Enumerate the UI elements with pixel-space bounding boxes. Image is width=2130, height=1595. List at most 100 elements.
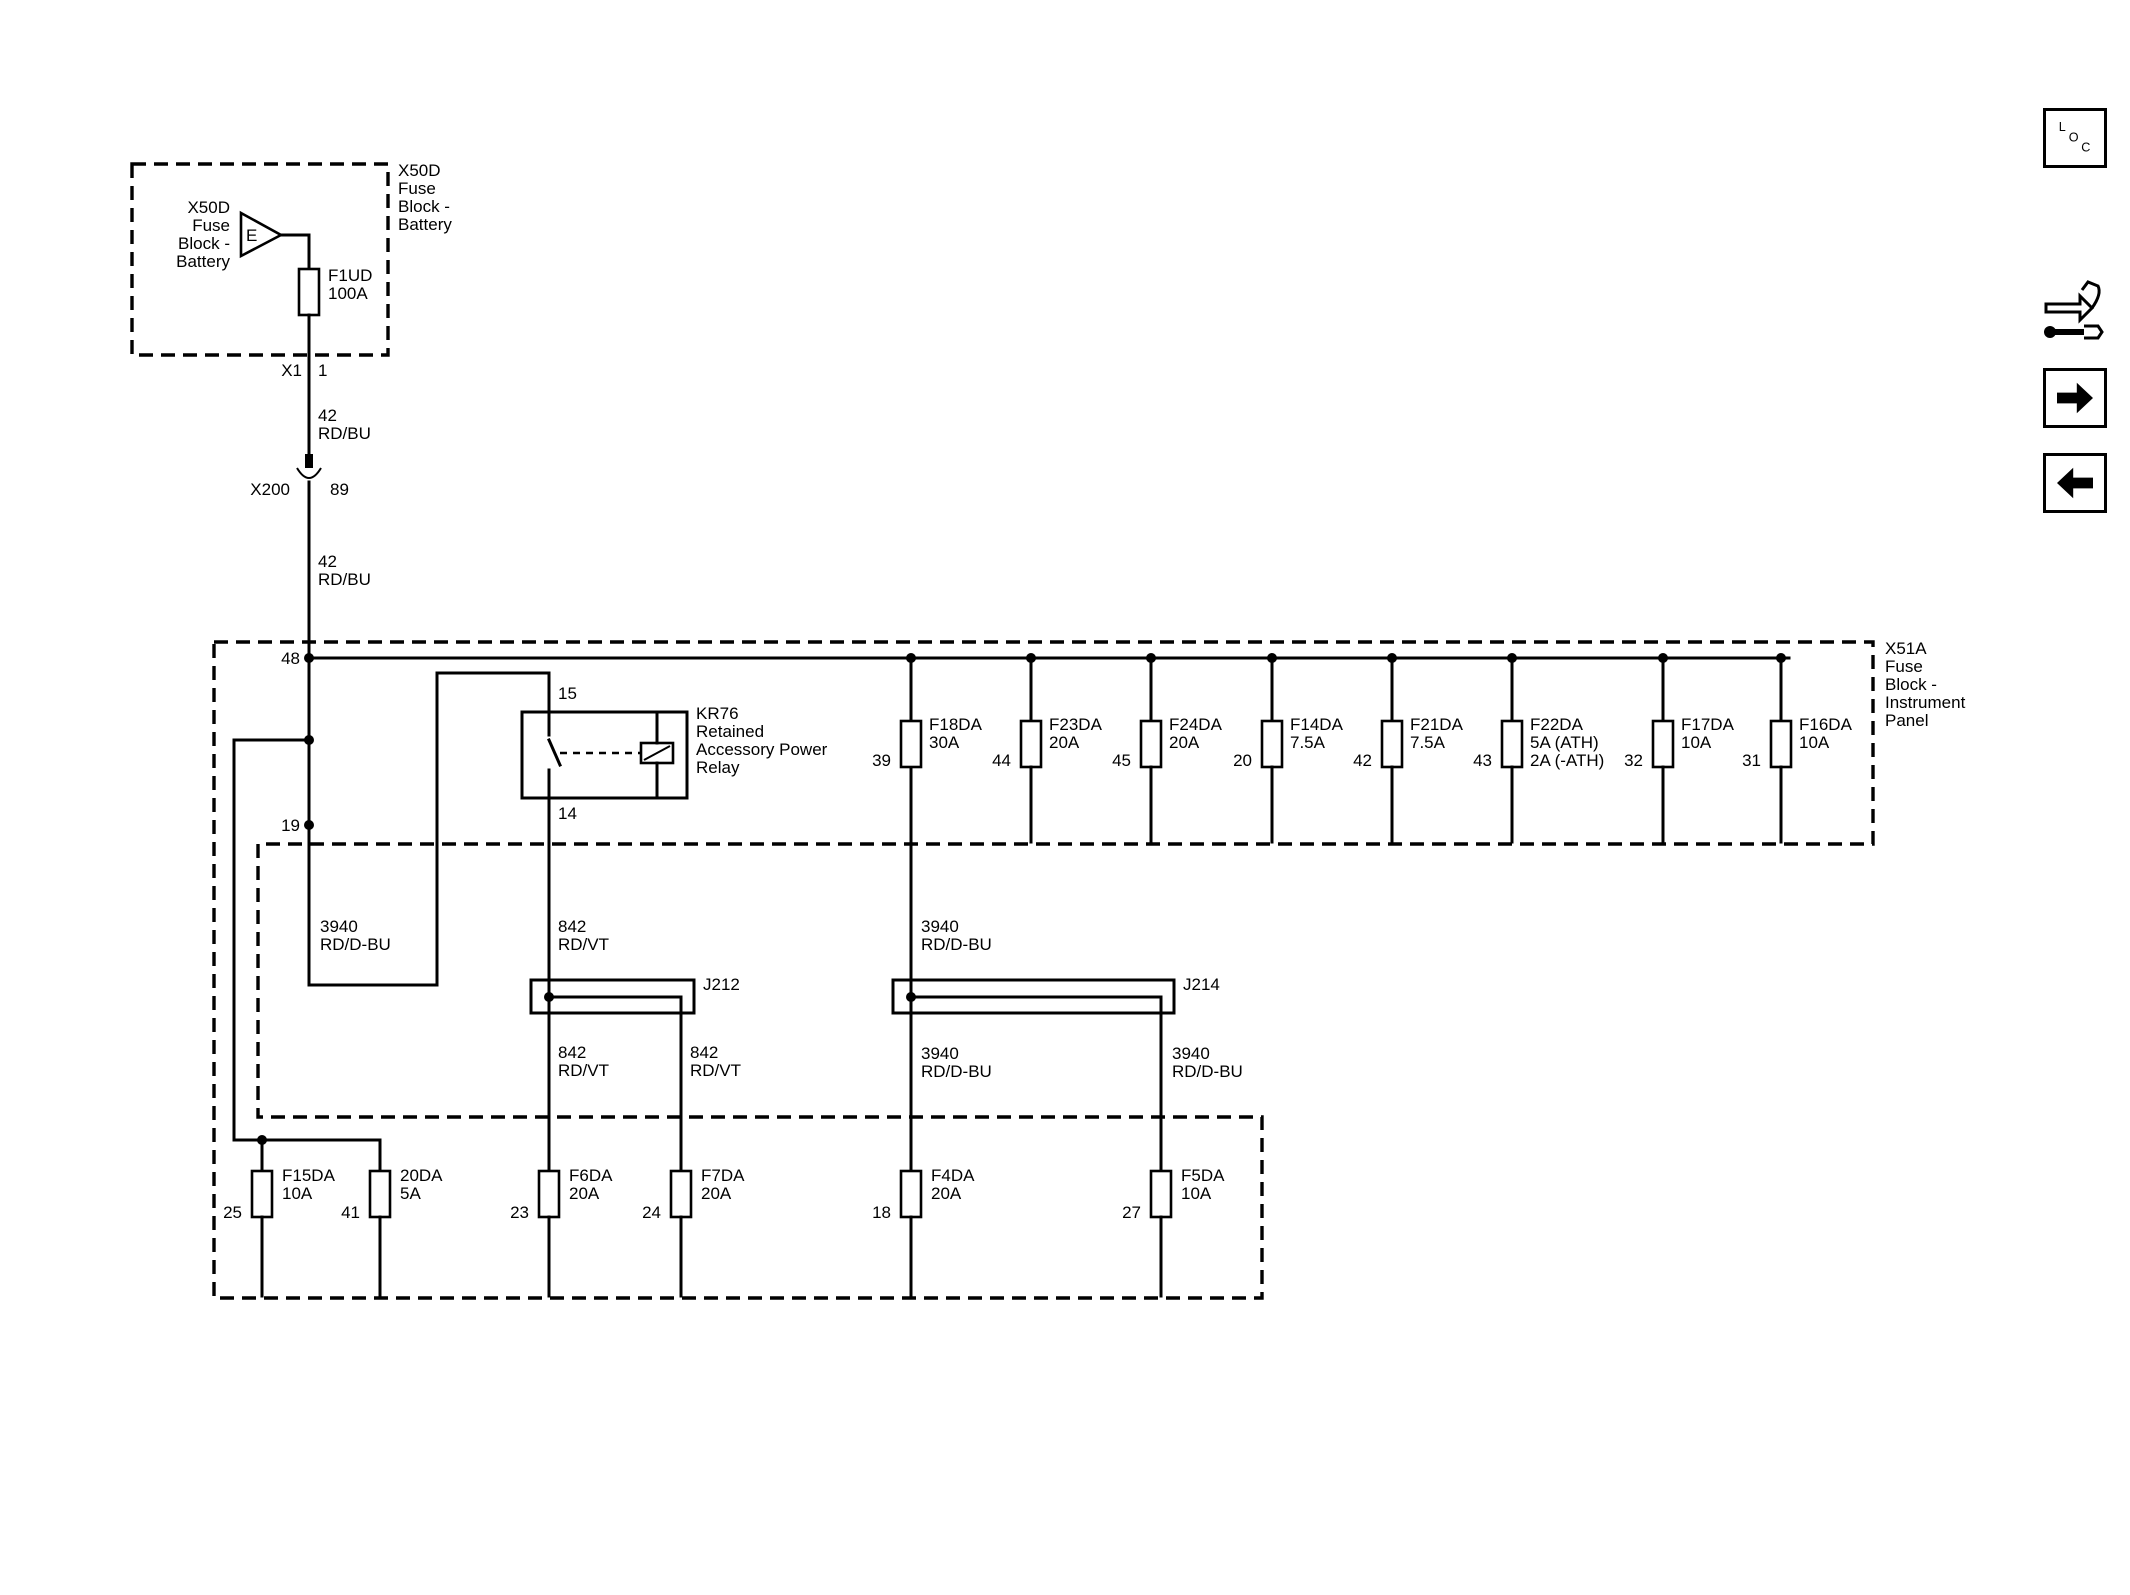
x200-connector-label: X200 [250, 480, 290, 499]
fuse-f7da [669, 1169, 693, 1219]
svg-text:Fuse: Fuse [1885, 657, 1923, 676]
x50d-source-wire [279, 233, 311, 270]
svg-text:Battery: Battery [176, 252, 230, 271]
loc-button[interactable]: L O C [2043, 108, 2107, 168]
fuse-f1ud-name: F1UD [328, 266, 372, 285]
next-page-button[interactable] [2043, 368, 2107, 428]
j212-label: J212 [703, 975, 740, 994]
fuse-f14da-pin: 20 [1233, 751, 1252, 770]
svg-text:X50D: X50D [398, 161, 441, 180]
fuse-f6da [537, 1169, 561, 1219]
relay-kr76-label: KR76 Retained Accessory Power Relay [696, 704, 828, 777]
fuse-f4da-pin: 18 [872, 1203, 891, 1222]
splice-j212 [529, 978, 696, 1015]
wire-42-upper-circuit: 42 [318, 406, 337, 425]
fuse-f15da-name: F15DA [282, 1166, 336, 1185]
fuse-f18da-pin: 39 [872, 751, 891, 770]
x1-connector-label: X1 [281, 361, 302, 380]
svg-text:E: E [246, 226, 257, 245]
fuse-f15da-pin: 25 [223, 1203, 242, 1222]
fuse-f16da [1769, 719, 1793, 769]
w3940-mid-color: RD/D-BU [921, 935, 992, 954]
fuse-f22da-pin: 43 [1473, 751, 1492, 770]
fuse-f15da [250, 1169, 274, 1219]
fuse-f24da-pin: 45 [1112, 751, 1131, 770]
fuse-f4da-name: F4DA [931, 1166, 975, 1185]
w842-b-color: RD/VT [690, 1061, 741, 1080]
fuse-f7da-pin: 24 [642, 1203, 661, 1222]
fuse-f14da [1260, 719, 1284, 769]
pin-48-label: 48 [281, 649, 300, 668]
fuse-f15da-rating: 10A [282, 1184, 313, 1203]
svg-text:O: O [2069, 131, 2079, 145]
svg-text:Block -: Block - [178, 234, 230, 253]
fuse-f7da-name: F7DA [701, 1166, 745, 1185]
fuse-f14da-name: F14DA [1290, 715, 1344, 734]
fuse-f23da-rating: 20A [1049, 733, 1080, 752]
pin-19-label: 19 [281, 816, 300, 835]
left-branch-wire [232, 738, 382, 1172]
svg-text:C: C [2081, 141, 2090, 155]
fuse-f4da [899, 1169, 923, 1219]
w3940-b-circuit: 3940 [1172, 1044, 1210, 1063]
w3940-mid-circuit: 3940 [921, 917, 959, 936]
fuse-f18da-name: F18DA [929, 715, 983, 734]
fuse-f21da-name: F21DA [1410, 715, 1464, 734]
fuse-f5da-name: F5DA [1181, 1166, 1225, 1185]
w842-top-circuit: 842 [558, 917, 586, 936]
fuse-f6da-name: F6DA [569, 1166, 613, 1185]
fuse-f7da-rating: 20A [701, 1184, 732, 1203]
fuse-f14da-rating: 7.5A [1290, 733, 1326, 752]
previous-page-button[interactable] [2043, 453, 2107, 513]
schematic-link-icon[interactable] [2040, 274, 2112, 346]
j212-dot [544, 992, 554, 1002]
fuse-f16da-rating: 10A [1799, 733, 1830, 752]
fuse-f24da-rating: 20A [1169, 733, 1200, 752]
next-page-icon [2057, 382, 2093, 414]
wire-42-upper-color: RD/BU [318, 424, 371, 443]
svg-text:Fuse: Fuse [398, 179, 436, 198]
fuse-f6da-rating: 20A [569, 1184, 600, 1203]
svg-text:X50D: X50D [187, 198, 230, 217]
relay-kr76 [520, 710, 689, 800]
fuse-f22da-rating: 5A (ATH) [1530, 733, 1599, 752]
fuse-f23da-name: F23DA [1049, 715, 1103, 734]
svg-text:Fuse: Fuse [192, 216, 230, 235]
w3940-left-color: RD/D-BU [320, 935, 391, 954]
fuse-f21da-rating: 7.5A [1410, 733, 1446, 752]
fuse-f6da-pin: 23 [510, 1203, 529, 1222]
fuse-f24da-name: F24DA [1169, 715, 1223, 734]
fuse-f22da-name: F22DA [1530, 715, 1584, 734]
w3940-left-circuit: 3940 [320, 917, 358, 936]
j214-dot [906, 992, 916, 1002]
wire-42-lower-color: RD/BU [318, 570, 371, 589]
svg-text:X51A: X51A [1885, 639, 1927, 658]
fuse-20da-rating: 5A [400, 1184, 421, 1203]
loc-icon: L O C [2059, 120, 2091, 155]
fuse-f23da-pin: 44 [992, 751, 1011, 770]
fuse-f5da-pin: 27 [1122, 1203, 1141, 1222]
relay-pin-15-label: 15 [558, 684, 577, 703]
fuse-f23da [1019, 719, 1043, 769]
fuse-f22da [1500, 719, 1524, 769]
fuse-20da [368, 1169, 392, 1219]
w3940-a-color: RD/D-BU [921, 1062, 992, 1081]
fuse-f24da [1139, 719, 1163, 769]
previous-page-icon [2057, 467, 2093, 499]
bottom-fuse-row: F15DA10A2520DA5A41F6DA20A23F7DA20A24F4DA… [223, 1166, 1225, 1298]
fuse-f22da-rating-alt: 2A (-ATH) [1530, 751, 1604, 770]
pin-19-dot [304, 820, 314, 830]
battery-source-icon: E [239, 210, 284, 259]
w3940-loop-wire [307, 671, 551, 987]
w3940-a-circuit: 3940 [921, 1044, 959, 1063]
fuse-f18da-rating: 30A [929, 733, 960, 752]
w842-a-circuit: 842 [558, 1043, 586, 1062]
x50d-title: X50D Fuse Block - Battery [398, 161, 452, 234]
x1-pin-label: 1 [318, 361, 327, 380]
x50d-source-label: X50D Fuse Block - Battery [176, 198, 230, 271]
w3940-b-color: RD/D-BU [1172, 1062, 1243, 1081]
svg-text:Battery: Battery [398, 215, 452, 234]
x51a-fuse-block-outline [212, 640, 1875, 1300]
fuse-f17da-rating: 10A [1681, 733, 1712, 752]
top-fuse-row: F18DA30A39F23DA20A44F24DA20A45F14DA7.5A2… [872, 653, 1853, 844]
